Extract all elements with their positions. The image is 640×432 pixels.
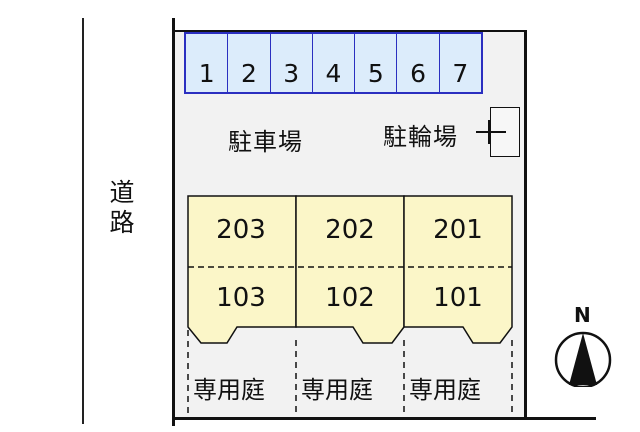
parking-label: 駐車場 [228, 128, 303, 156]
parking-slot-7: 7 [452, 59, 469, 88]
unit-201: 201 [433, 215, 483, 245]
unit-202: 202 [325, 215, 375, 245]
lot-bottom-border [172, 417, 596, 420]
parking-slot-6: 6 [397, 34, 440, 92]
unit-103: 103 [216, 283, 266, 313]
garden-dividers [187, 330, 513, 418]
parking-slot-4: 4 [313, 34, 356, 92]
private-garden-label-2: 専用庭 [301, 376, 373, 404]
apartment-building: 203 202 201 103 102 101 [187, 195, 513, 345]
lot-left-border [172, 18, 175, 426]
north-compass-icon: N [553, 303, 613, 389]
unit-101: 101 [433, 283, 483, 313]
unit-203: 203 [216, 215, 266, 245]
parking-slot-1: 1 [186, 34, 229, 92]
private-garden-label-3: 専用庭 [409, 376, 481, 404]
bike-parking-label: 駐輪場 [383, 123, 458, 151]
parking-slot-5: 5 [355, 34, 398, 92]
parking-slot-3: 3 [271, 34, 313, 92]
building-outline [187, 195, 513, 344]
road-label: 道路 [109, 178, 135, 237]
parking-slots: 1 2 3 4 5 6 7 [184, 32, 483, 94]
parking-slot-2: 2 [228, 34, 271, 92]
bike-parking-leader-line [476, 131, 506, 133]
bike-parking-leader-tick [488, 120, 490, 144]
road-boundary-line [82, 18, 84, 424]
private-garden-label-1: 専用庭 [193, 376, 265, 404]
compass-north-label: N [574, 303, 591, 327]
unit-102: 102 [325, 283, 375, 313]
